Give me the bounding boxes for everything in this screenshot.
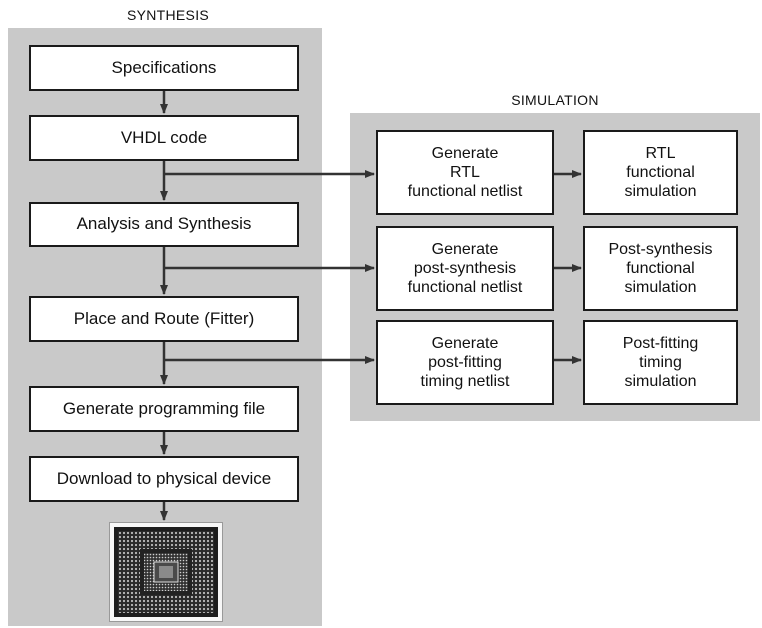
step-generate-programming-file-label: Generate programming file — [62, 398, 266, 418]
step-specifications: Specifications — [29, 45, 299, 91]
rtl-netlist-box: Generate RTL functional netlist — [376, 130, 554, 215]
simulation-title: SIMULATION — [511, 92, 599, 108]
rtl-simulation-box: RTL functional simulation — [583, 130, 738, 215]
post-synthesis-netlist-box: Generate post-synthesis functional netli… — [376, 226, 554, 311]
step-generate-programming-file: Generate programming file — [29, 386, 299, 432]
post-synthesis-simulation-box: Post-synthesis functional simulation — [583, 226, 738, 311]
step-specifications-label: Specifications — [111, 57, 217, 77]
rtl-simulation-label: RTL functional simulation — [624, 144, 697, 201]
post-fitting-simulation-label: Post-fitting timing simulation — [622, 334, 699, 391]
fpga-chip-image — [109, 522, 223, 622]
step-analysis-synthesis: Analysis and Synthesis — [29, 202, 299, 247]
step-download-to-device: Download to physical device — [29, 456, 299, 502]
step-vhdl-code: VHDL code — [29, 115, 299, 161]
step-vhdl-code-label: VHDL code — [120, 127, 208, 147]
step-download-to-device-label: Download to physical device — [56, 468, 272, 488]
step-place-and-route-label: Place and Route (Fitter) — [73, 308, 255, 328]
post-fitting-netlist-label: Generate post-fitting timing netlist — [420, 334, 510, 391]
step-analysis-synthesis-label: Analysis and Synthesis — [76, 214, 252, 234]
post-fitting-simulation-box: Post-fitting timing simulation — [583, 320, 738, 405]
post-synthesis-simulation-label: Post-synthesis functional simulation — [608, 240, 713, 297]
rtl-netlist-label: Generate RTL functional netlist — [407, 144, 523, 201]
fpga-chip-icon — [114, 527, 218, 617]
synthesis-title: SYNTHESIS — [126, 7, 210, 23]
post-fitting-netlist-box: Generate post-fitting timing netlist — [376, 320, 554, 405]
step-place-and-route: Place and Route (Fitter) — [29, 296, 299, 342]
post-synthesis-netlist-label: Generate post-synthesis functional netli… — [407, 240, 523, 297]
